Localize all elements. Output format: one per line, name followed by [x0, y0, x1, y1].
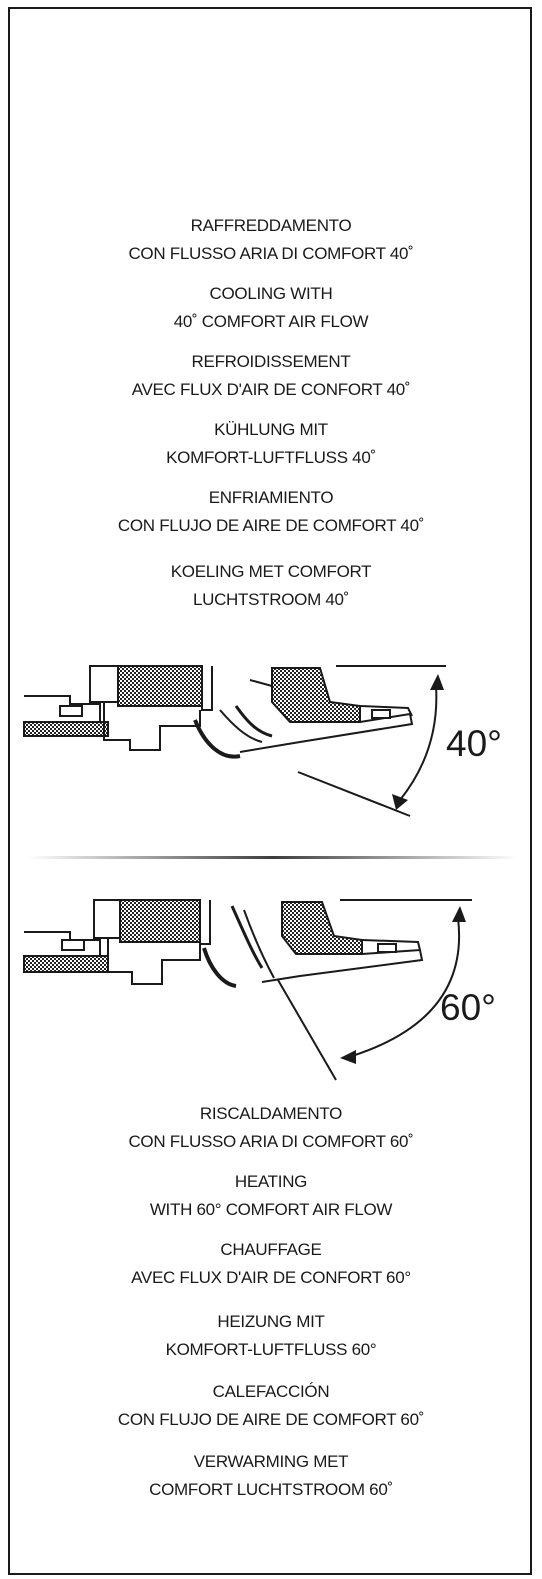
- heating-text-french: CHAUFFAGE AVEC FLUX D'AIR DE CONFORT 60°: [0, 1236, 542, 1292]
- page-frame: [8, 7, 532, 1575]
- text-line: RAFFREDDAMENTO: [190, 216, 352, 235]
- text-line: KOELING MET COMFORT: [170, 562, 372, 581]
- text-line: CON FLUJO DE AIRE DE COMFORT 60˚: [117, 1410, 425, 1429]
- cooling-text-french: REFROIDISSEMENT AVEC FLUX D'AIR DE CONFO…: [0, 348, 542, 404]
- text-line: CHAUFFAGE: [220, 1240, 322, 1259]
- text-line: CON FLUSSO ARIA DI COMFORT 60˚: [128, 1132, 414, 1151]
- airflow-direction-line: [277, 979, 337, 1081]
- unit-section: [23, 665, 414, 759]
- arrow-head-icon: [340, 1050, 356, 1064]
- text-line: COOLING WITH: [209, 284, 333, 303]
- text-line: VERWARMING MET: [193, 1452, 349, 1471]
- cooling-angle-label: 40°: [446, 723, 502, 764]
- heating-text-german: HEIZUNG MIT KOMFORT-LUFTFLUSS 60°: [0, 1308, 542, 1364]
- text-line: CALEFACCIÓN: [212, 1382, 330, 1401]
- text-line: REFROIDISSEMENT: [191, 352, 351, 371]
- arrow-head-icon: [392, 794, 408, 810]
- cooling-airflow-diagram: 40°: [23, 665, 502, 817]
- heating-angle-label: 60°: [440, 987, 496, 1028]
- angle-arc: [399, 685, 438, 801]
- heating-text-spanish: CALEFACCIÓN CON FLUJO DE AIRE DE COMFORT…: [0, 1378, 542, 1434]
- text-line: WITH 60° COMFORT AIR FLOW: [149, 1200, 393, 1219]
- unit-section: [23, 899, 424, 988]
- text-line: COMFORT LUCHTSTROOM 60˚: [149, 1480, 393, 1499]
- text-line: ENFRIAMIENTO: [208, 488, 334, 507]
- cooling-text-german: KÜHLUNG MIT KOMFORT-LUFTFLUSS 40˚: [0, 416, 542, 472]
- text-line: AVEC FLUX D'AIR DE CONFORT 40˚: [131, 380, 411, 399]
- text-line: 40˚ COMFORT AIR FLOW: [173, 312, 369, 331]
- section-divider: [28, 856, 518, 859]
- text-line: HEATING: [234, 1172, 308, 1191]
- text-line: CON FLUJO DE AIRE DE COMFORT 40˚: [117, 516, 425, 535]
- airflow-direction-line: [297, 771, 411, 817]
- heating-airflow-diagram: 60°: [23, 899, 496, 1081]
- text-line: KOMFORT-LUFTFLUSS 60°: [165, 1340, 377, 1359]
- text-line: KÜHLUNG MIT: [214, 420, 328, 439]
- text-line: CON FLUSSO ARIA DI COMFORT 40˚: [128, 244, 414, 263]
- arrow-head-icon: [452, 906, 466, 922]
- text-line: RISCALDAMENTO: [199, 1104, 343, 1123]
- heating-text-italian: RISCALDAMENTO CON FLUSSO ARIA DI COMFORT…: [0, 1100, 542, 1156]
- angle-arc: [351, 917, 461, 1057]
- cooling-text-spanish: ENFRIAMIENTO CON FLUJO DE AIRE DE COMFOR…: [0, 484, 542, 540]
- cooling-text-english: COOLING WITH 40˚ COMFORT AIR FLOW: [0, 280, 542, 336]
- heating-text-english: HEATING WITH 60° COMFORT AIR FLOW: [0, 1168, 542, 1224]
- heating-text-dutch: VERWARMING MET COMFORT LUCHTSTROOM 60˚: [0, 1448, 542, 1504]
- text-line: KOMFORT-LUFTFLUSS 40˚: [166, 448, 376, 467]
- text-line: HEIZUNG MIT: [217, 1312, 325, 1331]
- text-line: AVEC FLUX D'AIR DE CONFORT 60°: [131, 1268, 411, 1287]
- cooling-text-dutch: KOELING MET COMFORT LUCHTSTROOM 40˚: [0, 558, 542, 614]
- text-line: LUCHTSTROOM 40˚: [192, 590, 350, 609]
- arrow-head-icon: [430, 674, 444, 690]
- cooling-text-italian: RAFFREDDAMENTO CON FLUSSO ARIA DI COMFOR…: [0, 212, 542, 268]
